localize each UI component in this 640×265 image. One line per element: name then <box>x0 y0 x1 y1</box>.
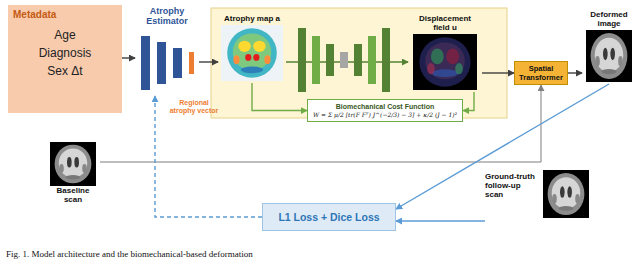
deformed-image: Deformed image <box>582 8 636 84</box>
connector <box>100 85 541 162</box>
box-label: Spatial Transformer <box>517 64 565 82</box>
brain-scan <box>50 142 96 186</box>
connector <box>568 72 582 73</box>
atrophy-estimator: Atrophy Estimator <box>135 4 199 96</box>
connector <box>396 220 485 221</box>
image-label: Displacement field u <box>415 14 475 32</box>
image-label: Baseline scan <box>53 186 93 204</box>
figure-caption: Fig. 1. Model architecture and the biome… <box>6 249 253 259</box>
unet-layer <box>382 28 390 92</box>
displacement-image <box>413 34 477 90</box>
metadata-box: MetadataAge Diagnosis Sex Δt <box>8 5 122 113</box>
box-label: L1 Loss + Dice Loss <box>278 211 379 223</box>
connector <box>199 61 218 62</box>
unet-layer <box>354 44 362 76</box>
spatial-transformer: Spatial Transformer <box>514 61 568 85</box>
unet-layer <box>340 52 348 68</box>
formula: W = Σ μ/2 [tr(F Fᵀ) J^(−2/3) − 3] + κ/2 … <box>313 111 457 119</box>
atrophy-map: Atrophy map a <box>218 12 286 83</box>
unet-layer <box>326 44 334 76</box>
connector <box>482 72 514 73</box>
module-label: Atrophy Estimator <box>135 6 199 26</box>
metadata-list: Age Diagnosis Sex Δt <box>39 26 92 80</box>
atrophy-map-image <box>221 25 283 81</box>
loss-box: L1 Loss + Dice Loss <box>262 203 396 231</box>
image-label: Deformed image <box>582 10 636 28</box>
ground-truth-scan: Ground-truth follow-up scan <box>485 170 595 221</box>
panel-heading: Metadata <box>13 9 117 20</box>
image-label: Atrophy map a <box>222 14 282 23</box>
connector <box>463 92 474 111</box>
connector <box>122 57 135 58</box>
displacement-field: Displacement field u <box>408 12 482 92</box>
brain-scan <box>543 170 589 218</box>
unet-layer <box>298 28 306 92</box>
connector <box>155 96 262 217</box>
cost-function-box: Biomechanical Cost FunctionW = Σ μ/2 [tr… <box>307 99 463 122</box>
vector-label: Regional atrophy vector <box>168 99 220 115</box>
unet-layer <box>368 36 376 84</box>
image-label: Ground-truth follow-up scan <box>485 172 537 199</box>
brain-scan <box>586 30 632 82</box>
box-title: Biomechanical Cost Function <box>313 102 457 111</box>
network-layers <box>135 28 199 94</box>
unet-layer <box>312 36 320 84</box>
baseline-scan: Baseline scan <box>46 138 100 206</box>
